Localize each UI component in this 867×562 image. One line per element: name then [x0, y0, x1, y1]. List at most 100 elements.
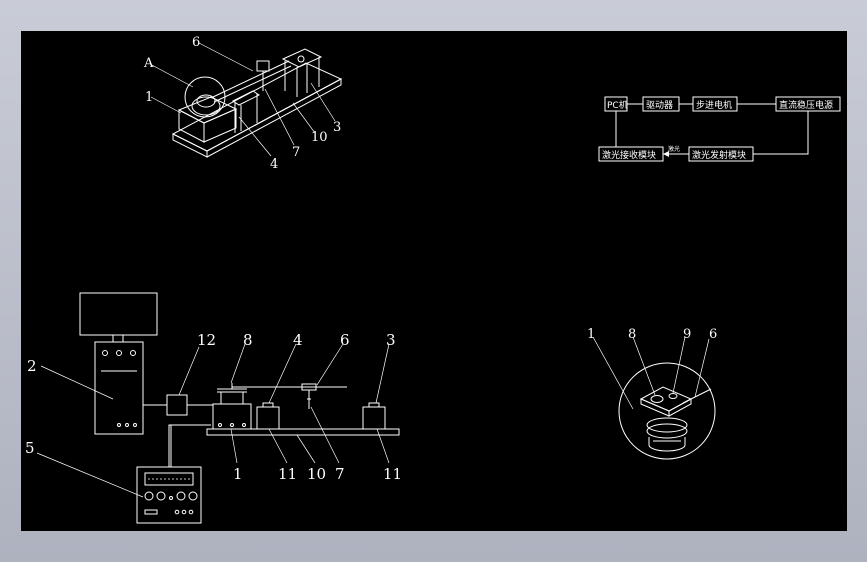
iso-rotary-disk: [191, 96, 221, 116]
iso-leader-6: [198, 42, 254, 72]
sys-leader-11b: [376, 428, 390, 464]
sys-leader-10: [296, 434, 316, 464]
detail-label-8: 8: [628, 327, 636, 342]
system-overview-view: 2 5 12 8 4 6 3 1 11 10 7 11: [25, 292, 402, 524]
iso-leader-1: [150, 96, 182, 114]
drawing-svg: A 1 6 4 7 10 3 PC机 驱动器 步进电机 直流稳压电源 激光接收模…: [25, 35, 841, 524]
iso-leader-3: [310, 82, 336, 122]
detail-arm-plate-side: [668, 398, 692, 417]
detail-label-6: 6: [709, 327, 717, 342]
iso-leader-4: [238, 116, 272, 157]
psu-knob-3: [176, 491, 186, 501]
iso-label-4: 4: [270, 157, 278, 172]
pc-led-3: [133, 423, 137, 427]
iso-label-1: 1: [145, 90, 153, 105]
block-dc-power-label: 直流稳压电源: [779, 99, 833, 111]
iso-motor-front: [178, 109, 205, 143]
detail-arm-extension: [682, 388, 712, 404]
iso-label-6: 6: [192, 35, 200, 50]
psu-knob-2: [156, 491, 166, 501]
detail-view-a: 1 8 9 6: [587, 327, 717, 460]
block-driver-label: 驱动器: [646, 100, 673, 111]
sys-leader-1: [230, 428, 238, 464]
pc-tower: [94, 341, 144, 435]
power-supply: [136, 466, 202, 524]
sys-label-1: 1: [233, 465, 243, 483]
pc-knob-1: [102, 350, 108, 356]
psu-knob-4: [188, 491, 198, 501]
iso-leader-7: [264, 88, 295, 146]
wire-power-emitter: [753, 111, 809, 155]
sys-label-2: 2: [27, 357, 37, 375]
sys-leader-6: [316, 343, 344, 386]
detail-label-1: 1: [587, 327, 595, 342]
detail-screw-8: [650, 395, 664, 403]
detail-leader-8: [632, 336, 656, 396]
detail-disk: [646, 417, 688, 433]
psu-led: [169, 496, 173, 500]
detail-leader-6: [694, 338, 710, 398]
motor-cap: [220, 391, 244, 405]
sys-leader-3: [375, 343, 390, 404]
support-stand-right-cap: [368, 402, 380, 408]
pc-knob-2: [116, 350, 122, 356]
block-laser-receiver-label: 激光接收模块: [602, 149, 656, 161]
iso-base-plate-front: [172, 133, 208, 158]
sys-label-8: 8: [243, 331, 253, 349]
iso-receiver-lens: [297, 55, 305, 63]
power-supply-display: [144, 472, 194, 486]
sys-label-11b: 11: [383, 465, 402, 483]
iso-stand-3-top: [281, 48, 323, 68]
sys-leader-12: [178, 346, 200, 396]
laser-arrow-label: 激光: [668, 145, 680, 153]
isometric-assembly-view: A 1 6 4 7 10 3: [143, 35, 343, 172]
pc-led-2: [125, 423, 129, 427]
iso-motor-top: [177, 96, 238, 124]
iso-leader-10: [292, 102, 316, 134]
psu-knob-1: [144, 491, 154, 501]
support-stand-right: [362, 406, 386, 430]
laser-arrow-head: [663, 151, 669, 157]
iso-label-a: A: [143, 56, 154, 71]
monitor-screen: [79, 292, 158, 336]
pc-knob-3: [130, 350, 136, 356]
iso-arm-bottom: [213, 65, 292, 103]
monitor-stand: [112, 334, 124, 343]
sys-label-11a: 11: [278, 465, 297, 483]
block-stepper-label: 步进电机: [696, 99, 732, 111]
sys-leader-8: [230, 343, 246, 384]
iso-base-plate-side: [206, 78, 342, 158]
detail-disk-lower: [646, 423, 688, 439]
detail-arm-plate-front: [640, 398, 670, 417]
sys-leader-2: [40, 365, 114, 400]
sys-label-3: 3: [386, 331, 396, 349]
iso-motor-side: [203, 108, 237, 143]
sys-label-4: 4: [293, 331, 303, 349]
detail-label-9: 9: [683, 327, 691, 342]
sys-leader-5: [36, 452, 144, 498]
detail-leader-1: [592, 336, 634, 410]
driver-box: [166, 394, 188, 416]
wire-psu-up: [168, 424, 172, 467]
iso-label-7: 7: [292, 145, 300, 160]
support-stand-left: [256, 406, 280, 430]
psu-switch: [144, 509, 158, 515]
iso-label-10: 10: [311, 130, 328, 145]
sys-leader-7: [310, 406, 340, 464]
drawing-canvas: A 1 6 4 7 10 3 PC机 驱动器 步进电机 直流稳压电源 激光接收模…: [21, 31, 847, 531]
iso-laser-holder: [256, 60, 270, 72]
sys-label-7: 7: [335, 465, 345, 483]
iso-leader-a: [149, 63, 194, 88]
sys-label-5: 5: [25, 439, 35, 457]
iso-label-3: 3: [333, 120, 341, 135]
psu-terminal-1: [174, 509, 180, 515]
sys-leader-11a: [268, 428, 288, 464]
bench-plate: [206, 428, 400, 436]
pc-led-1: [117, 423, 121, 427]
control-block-diagram: PC机 驱动器 步进电机 直流稳压电源 激光接收模块 激光发射模块 激光: [598, 96, 841, 162]
support-stand-left-cap: [262, 402, 274, 408]
sys-label-10: 10: [307, 465, 326, 483]
block-pc-label: PC机: [607, 99, 628, 111]
detail-leader-9: [672, 336, 686, 394]
psu-terminal-2: [181, 509, 187, 515]
